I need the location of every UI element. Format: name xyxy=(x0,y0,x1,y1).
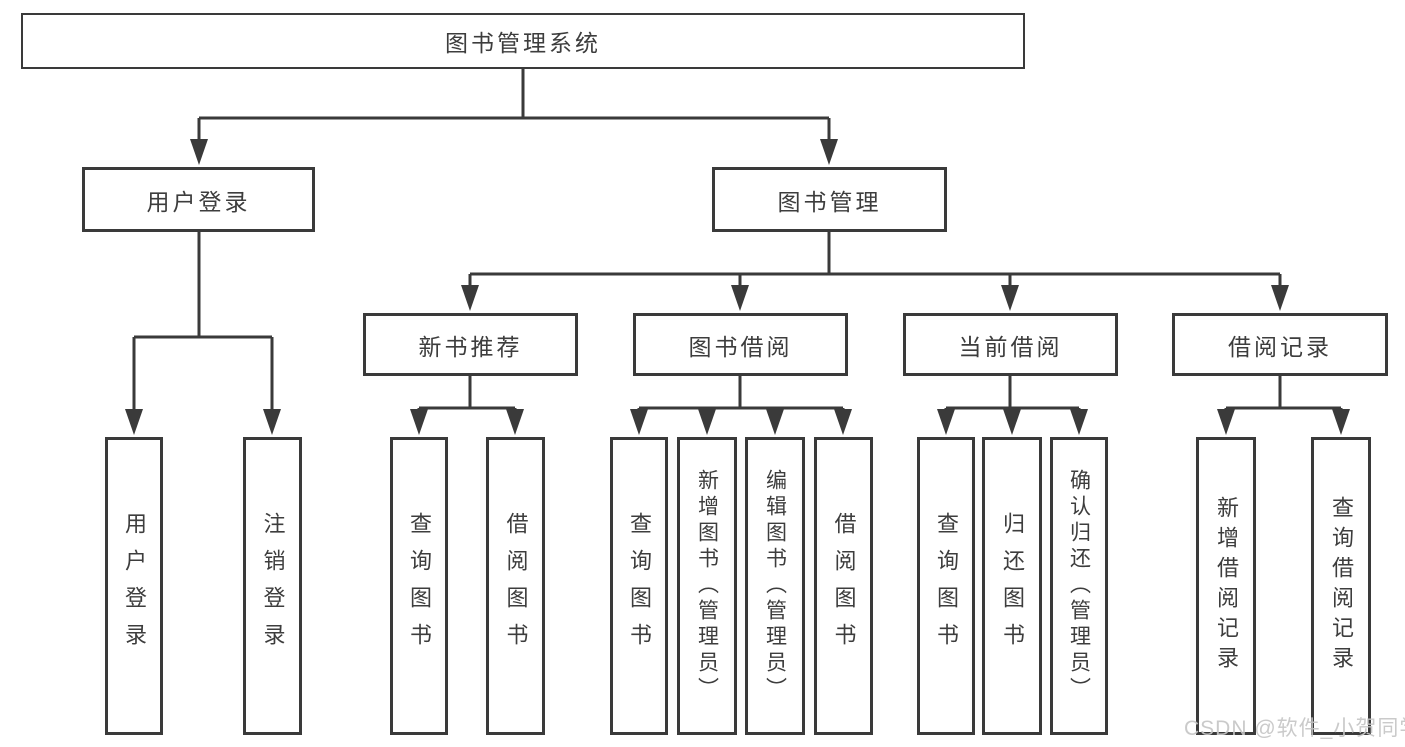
leaf-label: 确认归还（管理员） xyxy=(1067,469,1091,703)
arrow-icon xyxy=(1271,285,1289,311)
node-label: 用户登录 xyxy=(146,188,251,215)
arrow-icon xyxy=(630,409,648,435)
leaf-borrow-books-borrowing: 借阅图书 xyxy=(814,437,873,735)
leaf-borrow-books-recommend: 借阅图书 xyxy=(486,437,545,735)
arrow-icon xyxy=(461,285,479,311)
leaf-label: 用户登录 xyxy=(122,512,147,660)
node-book-borrowing: 图书借阅 xyxy=(633,313,848,376)
arrow-icon xyxy=(1070,409,1088,435)
node-label: 新书推荐 xyxy=(418,333,523,360)
node-borrowing-records: 借阅记录 xyxy=(1172,313,1388,376)
arrow-icon xyxy=(1332,409,1350,435)
leaf-query-borrow-record: 查询借阅记录 xyxy=(1311,437,1371,735)
node-label: 图书借阅 xyxy=(688,333,793,360)
leaf-confirm-return-admin: 确认归还（管理员） xyxy=(1050,437,1108,735)
node-new-book-recommendation: 新书推荐 xyxy=(363,313,578,376)
arrow-icon xyxy=(766,409,784,435)
leaf-logout-login: 注销登录 xyxy=(243,437,302,735)
leaf-add-books-admin: 新增图书（管理员） xyxy=(677,437,737,735)
leaf-label: 编辑图书（管理员） xyxy=(763,469,787,703)
leaf-query-books-borrowing: 查询图书 xyxy=(610,437,668,735)
arrow-icon xyxy=(263,409,281,435)
leaf-label: 查询图书 xyxy=(627,512,652,660)
leaf-label: 新增图书（管理员） xyxy=(695,469,719,703)
leaf-user-login: 用户登录 xyxy=(105,437,163,735)
node-label: 当前借阅 xyxy=(958,333,1063,360)
leaf-add-borrow-record: 新增借阅记录 xyxy=(1196,437,1256,735)
leaf-edit-books-admin: 编辑图书（管理员） xyxy=(745,437,805,735)
leaf-label: 借阅图书 xyxy=(503,512,529,660)
node-label: 图书管理 xyxy=(777,188,882,215)
connector-lines xyxy=(132,69,1343,410)
arrow-icon xyxy=(506,409,524,435)
leaf-label: 查询图书 xyxy=(934,512,959,660)
arrow-icon xyxy=(190,139,208,165)
leaf-return-books: 归还图书 xyxy=(982,437,1042,735)
leaf-query-books-recommend: 查询图书 xyxy=(390,437,448,735)
arrow-icon xyxy=(1217,409,1235,435)
node-label: 图书管理系统 xyxy=(445,30,601,56)
csdn-watermark: CSDN @软件_小贺同学 xyxy=(1184,717,1405,740)
arrow-icon xyxy=(834,409,852,435)
node-book-management: 图书管理 xyxy=(712,167,947,232)
node-user-login: 用户登录 xyxy=(82,167,315,232)
leaf-label: 查询图书 xyxy=(407,512,432,660)
leaf-query-books-current: 查询图书 xyxy=(917,437,975,735)
arrow-icon xyxy=(820,139,838,165)
node-library-management-system: 图书管理系统 xyxy=(21,13,1025,69)
arrow-icon xyxy=(698,409,716,435)
arrow-icon xyxy=(1001,285,1019,311)
leaf-label: 查询借阅记录 xyxy=(1329,496,1354,676)
leaf-label: 新增借阅记录 xyxy=(1214,496,1239,676)
leaf-label: 注销登录 xyxy=(260,512,286,660)
arrow-icon xyxy=(410,409,428,435)
leaf-label: 借阅图书 xyxy=(831,512,857,660)
node-current-borrowing: 当前借阅 xyxy=(903,313,1118,376)
arrowheads xyxy=(125,139,1350,435)
leaf-label: 归还图书 xyxy=(1000,512,1025,660)
node-label: 借阅记录 xyxy=(1228,333,1332,360)
arrow-icon xyxy=(937,409,955,435)
arrow-icon xyxy=(1003,409,1021,435)
arrow-icon xyxy=(125,409,143,435)
arrow-icon xyxy=(731,285,749,311)
